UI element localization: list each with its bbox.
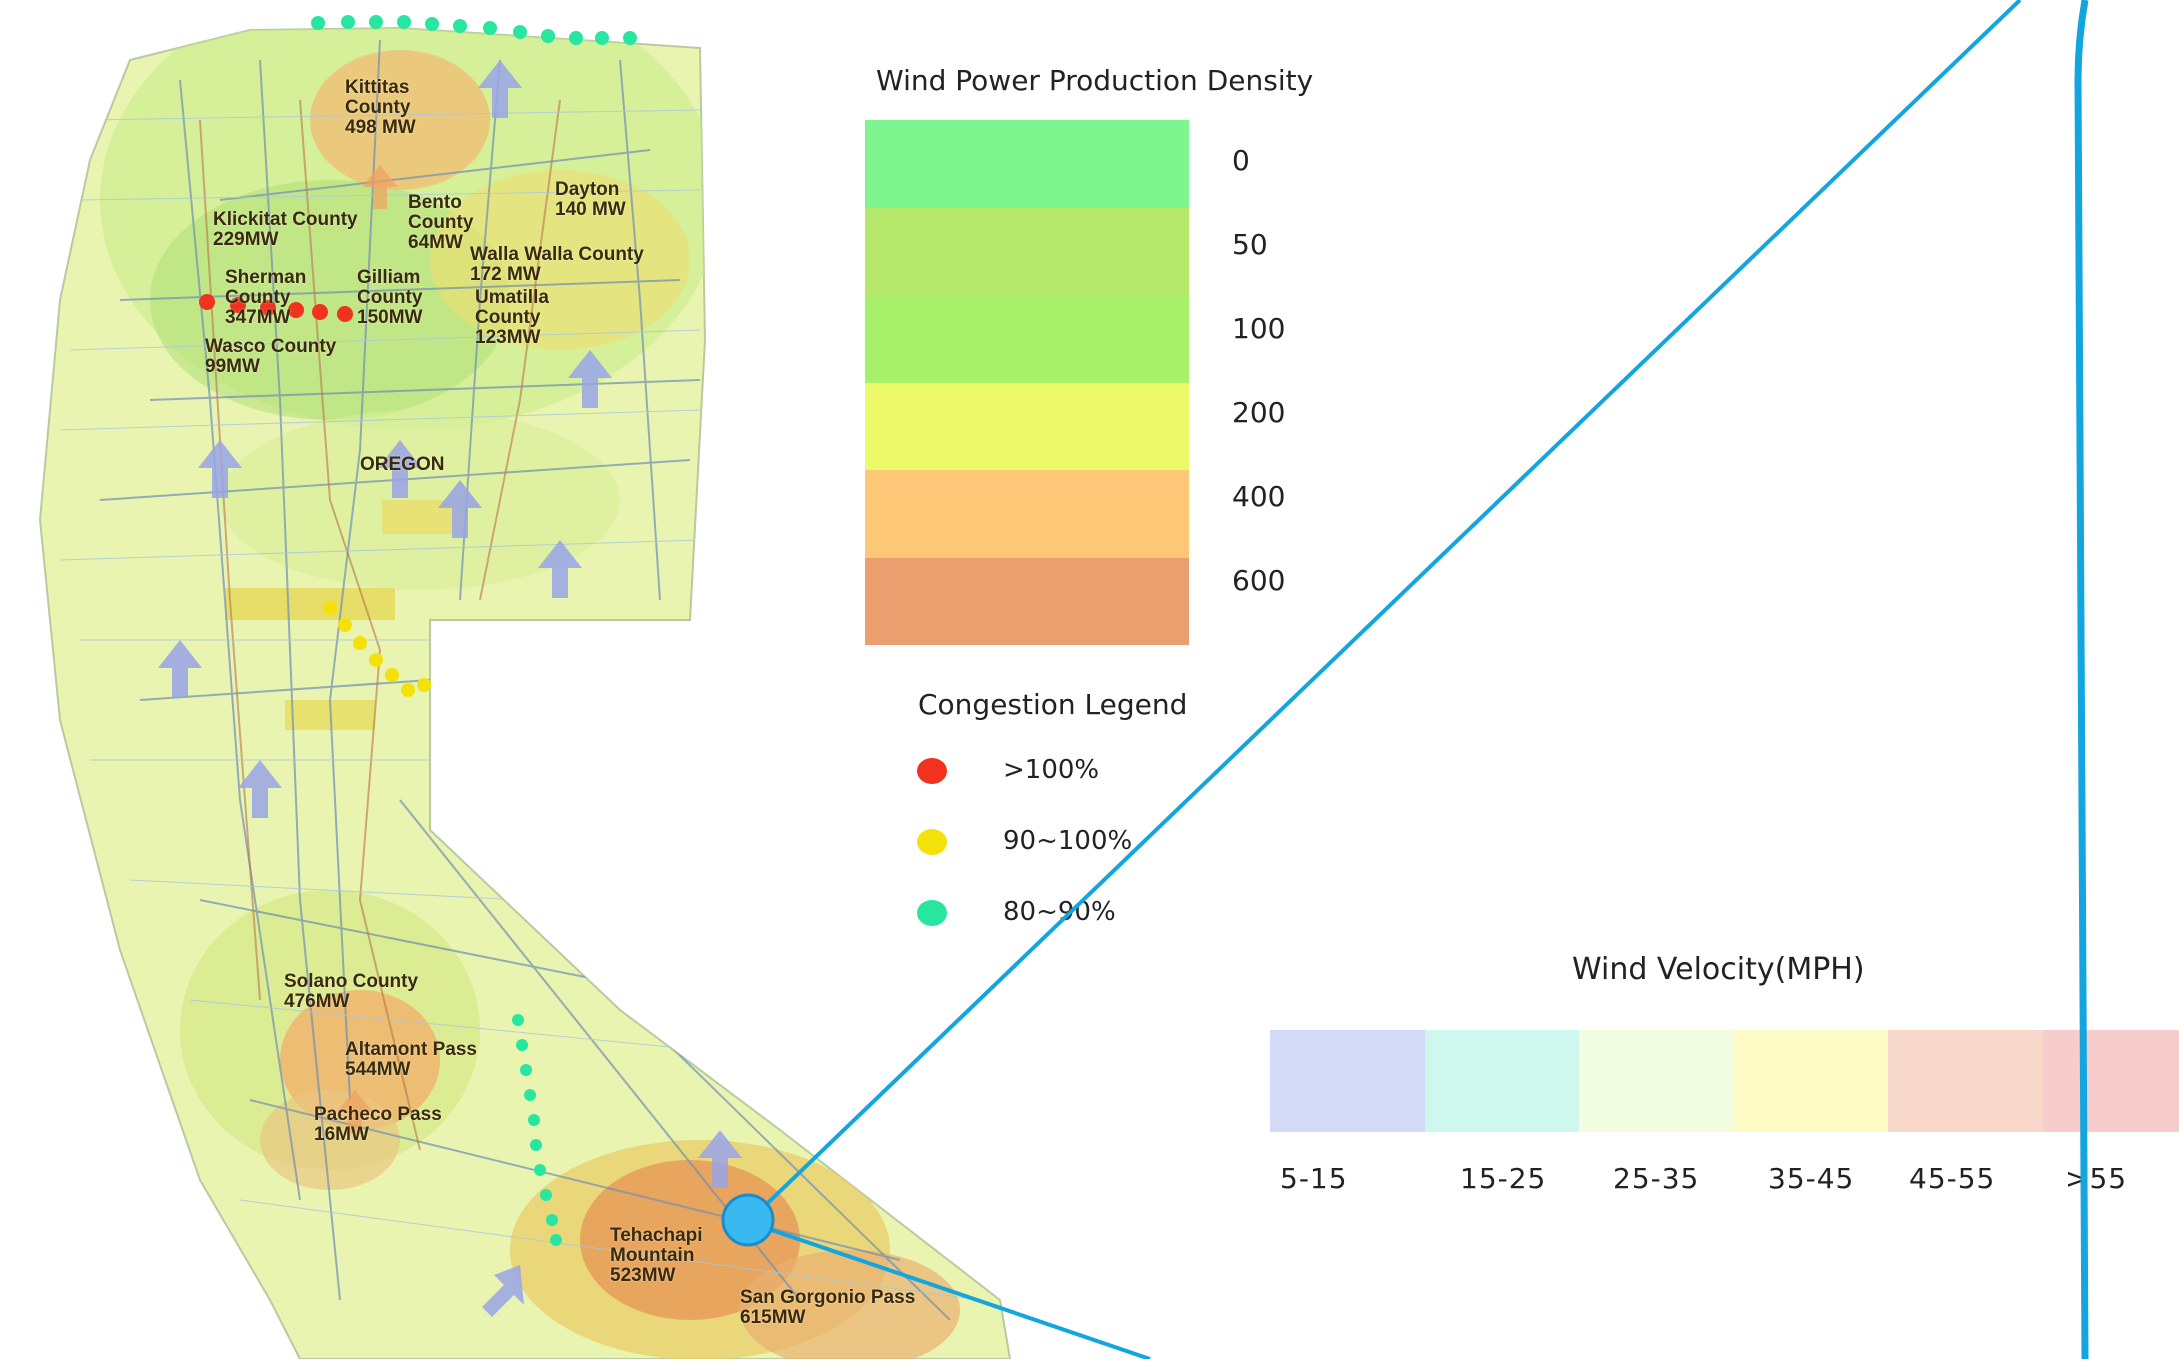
density-value-label: 400 xyxy=(1232,480,1285,513)
density-legend-title: Wind Power Production Density xyxy=(876,64,1313,97)
map-label: Walla Walla County 172 MW xyxy=(470,245,644,285)
density-value-label: 100 xyxy=(1232,312,1285,345)
density-value-label: 200 xyxy=(1232,396,1285,429)
density-swatch xyxy=(865,558,1189,646)
map-label: Klickitat County 229MW xyxy=(213,210,358,250)
velocity-legend-title: Wind Velocity(MPH) xyxy=(1572,952,1865,987)
congestion-label: 90~100% xyxy=(1003,826,1132,856)
velocity-swatch xyxy=(1579,1030,1734,1132)
velocity-swatch xyxy=(1270,1030,1425,1132)
map-label: San Gorgonio Pass 615MW xyxy=(740,1288,915,1328)
velocity-label: 25-35 xyxy=(1613,1162,1699,1195)
callout-frame-edge xyxy=(2078,0,2085,1359)
map-label: Wasco County 99MW xyxy=(205,337,336,377)
velocity-swatch xyxy=(1734,1030,1889,1132)
velocity-label: 5-15 xyxy=(1280,1162,1348,1195)
density-value-label: 0 xyxy=(1232,144,1250,177)
congestion-dot xyxy=(917,758,947,784)
density-value-label: 50 xyxy=(1232,228,1268,261)
congestion-dot xyxy=(917,829,947,855)
density-swatch xyxy=(865,208,1189,296)
velocity-swatch xyxy=(2043,1030,2179,1132)
congestion-dot xyxy=(917,900,947,926)
map-label: Gilliam County 150MW xyxy=(357,268,422,328)
map-label: Umatilla County 123MW xyxy=(475,288,549,348)
velocity-label: >55 xyxy=(2065,1162,2127,1195)
density-swatch xyxy=(865,295,1189,383)
map-label: Pacheco Pass 16MW xyxy=(314,1105,442,1145)
density-value-label: 600 xyxy=(1232,564,1285,597)
map-label: Dayton 140 MW xyxy=(555,180,626,220)
density-swatch xyxy=(865,120,1189,208)
density-swatch xyxy=(865,383,1189,471)
velocity-label: 45-55 xyxy=(1909,1162,1995,1195)
velocity-label: 15-25 xyxy=(1460,1162,1546,1195)
map-label: Kittitas County 498 MW xyxy=(345,78,416,138)
velocity-swatch xyxy=(1425,1030,1580,1132)
map-label: Altamont Pass 544MW xyxy=(345,1040,477,1080)
congestion-label: >100% xyxy=(1003,755,1099,785)
congestion-label: 80~90% xyxy=(1003,897,1116,927)
map-label: Tehachapi Mountain 523MW xyxy=(610,1226,703,1286)
velocity-label: 35-45 xyxy=(1768,1162,1854,1195)
velocity-swatch xyxy=(1888,1030,2043,1132)
map-label: OREGON xyxy=(360,455,444,475)
map-label: Sherman County 347MW xyxy=(225,268,306,328)
map-label: Solano County 476MW xyxy=(284,972,418,1012)
congestion-legend-title: Congestion Legend xyxy=(918,688,1187,721)
density-swatch xyxy=(865,470,1189,558)
map-label: Bento County 64MW xyxy=(408,193,473,253)
